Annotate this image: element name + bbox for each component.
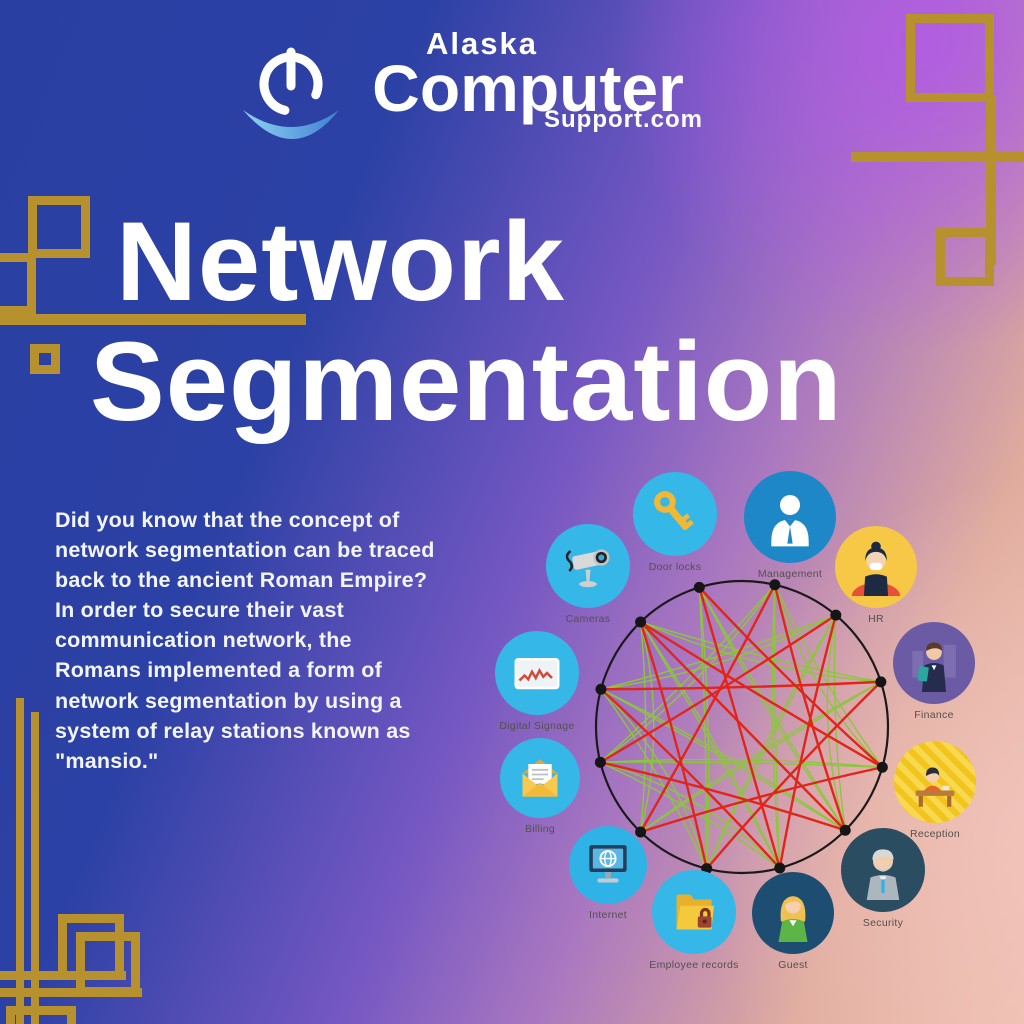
node-door-locks: Door locks (605, 472, 745, 573)
gold-small-square-right (936, 228, 994, 286)
gold-vline-bottom-left-2 (31, 712, 39, 1024)
node-label: Digital Signage (499, 720, 575, 732)
brand-alaska: Alaska (426, 26, 538, 61)
gold-vline-top-right (986, 95, 996, 265)
gold-square-top-left (28, 196, 90, 258)
node-guest: Guest (723, 872, 863, 971)
gold-hline-bottom-left-2 (0, 988, 142, 997)
gold-square-bottom-left-2 (76, 932, 140, 996)
gold-hline-top-right (851, 152, 1024, 162)
title-gold-underline (0, 314, 306, 325)
network-diagram-lines (594, 579, 890, 875)
cctv-camera-icon (565, 549, 610, 588)
node-billing: Billing (470, 738, 610, 835)
node-label: Internet (588, 909, 627, 921)
gold-square-top-right (906, 14, 994, 102)
node-label: Door locks (648, 561, 702, 573)
node-label: Employee records (649, 959, 739, 971)
signage-chart-icon (514, 658, 560, 690)
globe-monitor-icon (589, 845, 627, 883)
node-label: Reception (910, 828, 960, 840)
key-icon (654, 491, 694, 531)
node-label: HR (868, 613, 884, 625)
node-employee-records: Employee records (624, 870, 764, 971)
node-security: Security (813, 828, 953, 929)
hr-person-icon (851, 541, 901, 596)
gold-square-left-edge (0, 253, 36, 315)
node-label: Management (757, 568, 823, 580)
gold-vline-bottom-left-1 (16, 698, 24, 1024)
node-label: Cameras (565, 613, 611, 625)
node-internet: Internet (538, 826, 678, 921)
gold-square-bottom-edge (6, 1006, 76, 1024)
brand-computer: Computer (372, 51, 684, 125)
receptionist-icon (915, 767, 955, 807)
node-reception: Reception (865, 741, 1005, 840)
page-title-line2: Segmentation (90, 319, 843, 444)
node-label: Guest (778, 959, 808, 971)
finance-person-icon (912, 642, 956, 692)
envelope-icon (522, 759, 558, 797)
body-paragraph: Did you know that the concept of network… (55, 508, 435, 773)
manager-icon (771, 495, 809, 547)
power-button-icon (243, 47, 339, 139)
node-management: Management (720, 471, 860, 580)
node-cameras: Cameras (518, 524, 658, 625)
gold-small-square-left (30, 344, 60, 374)
page-title-line1: Network (116, 199, 565, 324)
guest-person-icon (778, 896, 808, 942)
node-digital-signage: Digital Signage (467, 631, 607, 732)
locked-folder-icon (676, 894, 714, 930)
node-label: Finance (914, 709, 954, 721)
swoosh (243, 110, 339, 139)
node-label: Security (862, 917, 904, 929)
brand-support: Support.com (544, 106, 703, 133)
security-guard-icon (866, 849, 900, 900)
node-hr: HR (806, 526, 946, 625)
gold-hline-bottom-left-1 (0, 971, 126, 980)
node-finance: Finance (864, 622, 1004, 721)
node-label: Billing (524, 823, 556, 835)
